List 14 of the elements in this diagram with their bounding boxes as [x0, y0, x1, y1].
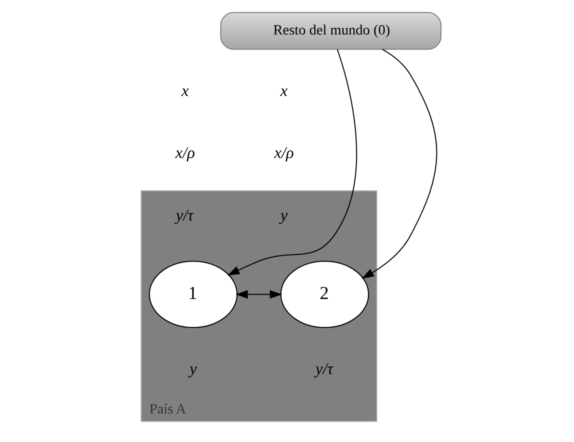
label: y: [190, 359, 197, 378]
label: x/ρ: [175, 143, 195, 162]
node-ellipse: 1: [148, 260, 238, 328]
label: x: [181, 80, 189, 100]
label: y/τ: [176, 205, 194, 224]
label: y: [280, 205, 288, 224]
node-ellipse: 2: [280, 260, 370, 328]
arrow: [227, 49, 358, 276]
label: x/ρ: [274, 143, 294, 162]
label: x: [280, 80, 288, 100]
arrow: [362, 48, 438, 279]
arrow: [236, 290, 282, 299]
label: y/τ: [316, 359, 334, 378]
node-box: Resto del mundo (0): [220, 12, 442, 50]
